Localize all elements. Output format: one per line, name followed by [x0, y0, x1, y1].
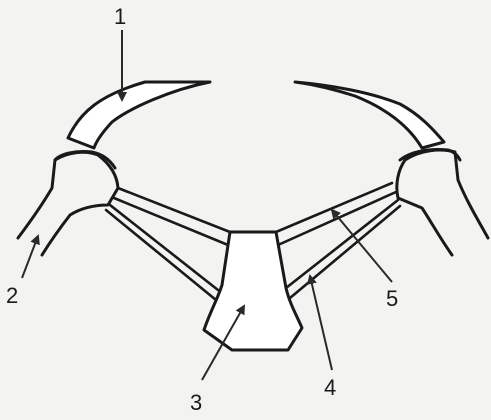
left-lower-limb: [18, 152, 118, 255]
upper-left-arc: [68, 82, 210, 148]
pointer-2: [22, 236, 38, 278]
label-3: 3: [190, 390, 202, 415]
label-2: 2: [6, 283, 18, 308]
right-band-lower-mid: [286, 200, 398, 288]
left-band-bottom: [106, 210, 216, 300]
label-1: 1: [114, 4, 126, 29]
right-band-upper-mid: [278, 192, 396, 245]
label-5: 5: [386, 286, 398, 311]
right-lower-limb: [397, 150, 488, 255]
upper-right-arc: [295, 82, 444, 148]
right-band-top: [276, 183, 392, 232]
label-4: 4: [324, 375, 336, 400]
left-joint-cap: [55, 151, 115, 168]
pointer-4: [310, 276, 332, 370]
central-body: [204, 232, 302, 350]
